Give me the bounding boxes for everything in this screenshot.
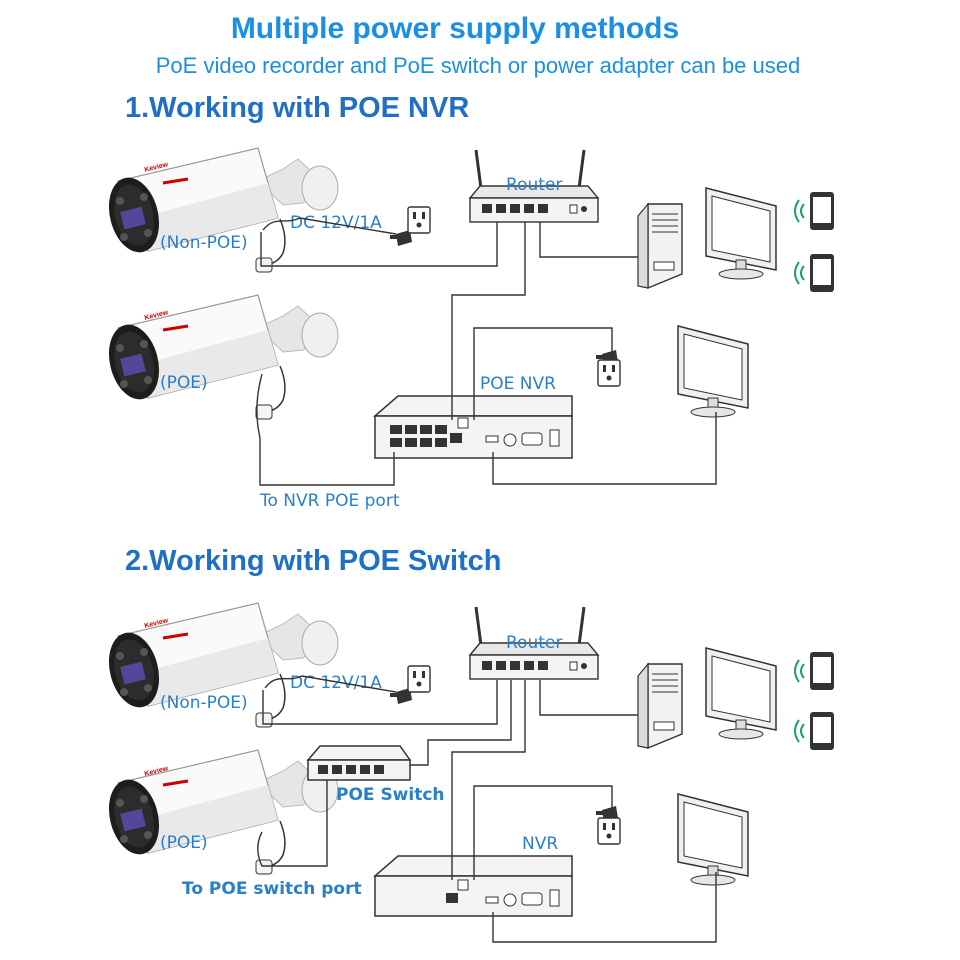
port-label: To POE switch port	[182, 879, 362, 899]
router-label: Router	[506, 633, 562, 653]
poe-label: (POE)	[160, 833, 208, 853]
non-poe-label: (Non-POE)	[160, 693, 248, 713]
power-outlet-icon	[597, 817, 621, 845]
pc-tower-icon	[637, 663, 683, 749]
power-outlet-icon	[407, 206, 431, 234]
subtitle: PoE video recorder and PoE switch or pow…	[156, 53, 801, 78]
apple-phone-icon	[794, 191, 835, 231]
camera-icon	[100, 293, 340, 421]
camera-icon	[100, 748, 340, 876]
switch-label: POE Switch	[336, 785, 445, 805]
non-poe-label: (Non-POE)	[160, 233, 248, 253]
camera-icon	[100, 146, 340, 274]
nvr-icon	[372, 395, 573, 459]
poe-switch-icon	[306, 745, 412, 781]
router-label: Router	[506, 175, 562, 195]
monitor-icon	[677, 793, 749, 886]
port-label: To NVR POE port	[259, 491, 400, 511]
monitor-icon	[705, 187, 777, 280]
monitor-icon	[705, 647, 777, 740]
android-phone-icon	[794, 253, 835, 293]
android-phone-icon	[794, 711, 835, 751]
recorder-label: POE NVR	[480, 374, 556, 394]
recorder-label: NVR	[522, 834, 558, 854]
poe-label: (POE)	[160, 373, 208, 393]
main-title: Multiple power supply methods	[231, 12, 679, 45]
power-outlet-icon	[407, 665, 431, 693]
apple-phone-icon	[794, 651, 835, 691]
monitor-icon	[677, 325, 749, 418]
power-outlet-icon	[597, 359, 621, 387]
section-1-heading: 1.Working with POE NVR	[125, 92, 469, 124]
section-2-heading: 2.Working with POE Switch	[125, 545, 502, 577]
pc-tower-icon	[637, 203, 683, 289]
